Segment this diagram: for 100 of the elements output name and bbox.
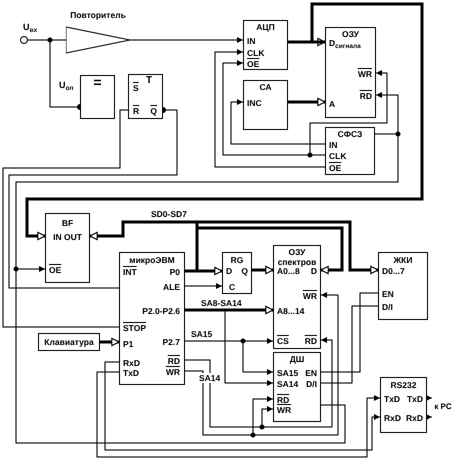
pin-label: D/I <box>382 302 393 312</box>
bus-arrow <box>100 338 120 346</box>
circuit-block <box>273 245 321 349</box>
block-title: = <box>92 77 103 87</box>
signal-arrow <box>184 283 222 289</box>
bus-arrow <box>288 98 326 106</box>
pin-label: S <box>133 83 139 93</box>
pin-label: RD <box>360 91 372 101</box>
signal-arrow <box>426 414 432 420</box>
signal-arrow <box>230 99 326 144</box>
note-label: к PC <box>433 402 453 412</box>
bus-label: SA8-SA14 <box>200 298 243 308</box>
bus-arrow <box>185 306 274 314</box>
pin-label: RxD <box>384 413 402 423</box>
pin-label: C <box>229 282 236 292</box>
block-title: микроЭВМ <box>128 255 176 265</box>
pin-label: CLK <box>247 48 264 58</box>
pin-label: IN OUT <box>52 232 83 242</box>
pin-label: A8...14 <box>277 306 304 316</box>
pin-label: Q <box>241 266 248 276</box>
bus-label: SA14 <box>198 373 222 383</box>
block-title: ОЗУ <box>341 29 360 39</box>
pin-label: CLK <box>329 151 346 161</box>
block-title: АЦП <box>255 22 276 32</box>
pin-label: SA14 <box>277 379 298 389</box>
pin-label: WR <box>358 69 372 79</box>
block-title: ОЗУ спектров <box>276 247 318 267</box>
pin-label: P2.7 <box>162 337 180 347</box>
circuit-block <box>325 27 376 118</box>
pin-label: SA15 <box>277 368 298 378</box>
block-title: ДШ <box>288 354 306 364</box>
block-title: RS232 <box>390 380 418 390</box>
comparator-block <box>80 75 115 119</box>
pin-label: WR <box>166 367 180 377</box>
pin-label: WR <box>302 291 317 301</box>
pin-label: RxD <box>406 413 423 423</box>
wire <box>320 306 378 384</box>
pin-label: OE <box>49 265 62 275</box>
pin-label: D/I <box>306 379 317 389</box>
pin-label: TxD <box>406 394 423 404</box>
bus-label: SA15 <box>190 329 214 339</box>
block-title: Клавиатура <box>43 337 95 347</box>
circuit-block <box>128 74 163 119</box>
wire <box>2 110 128 328</box>
circuit-block <box>243 80 288 130</box>
block-title: Повторитель <box>69 10 127 20</box>
signal-arrow <box>426 395 432 401</box>
pin-label: D$_{сигнала}$ <box>329 38 361 48</box>
pin-label: D <box>310 266 317 276</box>
pin-label: A <box>329 99 336 109</box>
pin-label: TxD <box>384 394 400 404</box>
pin-label: IN <box>329 140 338 150</box>
signal-arrow <box>104 362 380 450</box>
circuit-block <box>45 213 90 283</box>
wire <box>320 292 378 372</box>
pin-label: STOP <box>123 323 146 333</box>
pin-label: A0...8 <box>277 266 300 276</box>
pin-label: INC <box>247 98 262 108</box>
signal-arrow <box>96 372 380 458</box>
pin-label: WR <box>277 405 292 415</box>
signal-arrow <box>184 310 274 386</box>
signal-label: U$_{оп}$ <box>58 80 74 90</box>
signal-arrow <box>130 37 244 43</box>
signal-label: U$_{вх}$ <box>22 22 38 32</box>
bus-label: SD0-SD7 <box>150 209 188 219</box>
pin-label: RxD <box>123 358 140 368</box>
pin-label: R <box>133 106 140 116</box>
circuit-block <box>119 252 185 385</box>
circuit-block <box>380 377 427 433</box>
signal-arrow <box>310 70 388 156</box>
pin-label: TxD <box>123 368 140 378</box>
pin-label: CS <box>277 336 289 346</box>
circuit-block <box>378 252 428 320</box>
circuit-block <box>222 252 252 294</box>
block-title: T <box>146 76 152 86</box>
input-terminal <box>20 36 28 44</box>
circuit-block <box>273 352 321 422</box>
block-title: СА <box>258 82 273 92</box>
bus-arrow <box>185 226 344 274</box>
circuit-block <box>243 20 288 70</box>
circuit-block <box>38 333 100 351</box>
pin-label: D <box>226 266 232 276</box>
bus-arrow <box>26 2 424 240</box>
signal-arrow <box>16 266 346 444</box>
pin-label: OE <box>329 163 342 173</box>
pin-label: P1 <box>123 339 134 349</box>
pin-label: P0 <box>170 267 180 277</box>
pin-label: EN <box>305 368 317 378</box>
pin-label: IN <box>247 36 256 46</box>
pin-label: INT <box>123 267 137 277</box>
pin-label: D0...7 <box>382 266 405 276</box>
bus-arrow <box>252 266 274 274</box>
block-title: СФСЗ <box>336 129 364 139</box>
block-title: BF <box>60 218 74 228</box>
block-title: ЖКИ <box>392 255 414 265</box>
block-title: RG <box>230 255 244 265</box>
pin-label: ALE <box>163 282 180 292</box>
signal-arrow <box>374 92 398 134</box>
pin-label: EN <box>382 289 394 299</box>
pin-label: P2.0-P2.6 <box>142 306 180 316</box>
